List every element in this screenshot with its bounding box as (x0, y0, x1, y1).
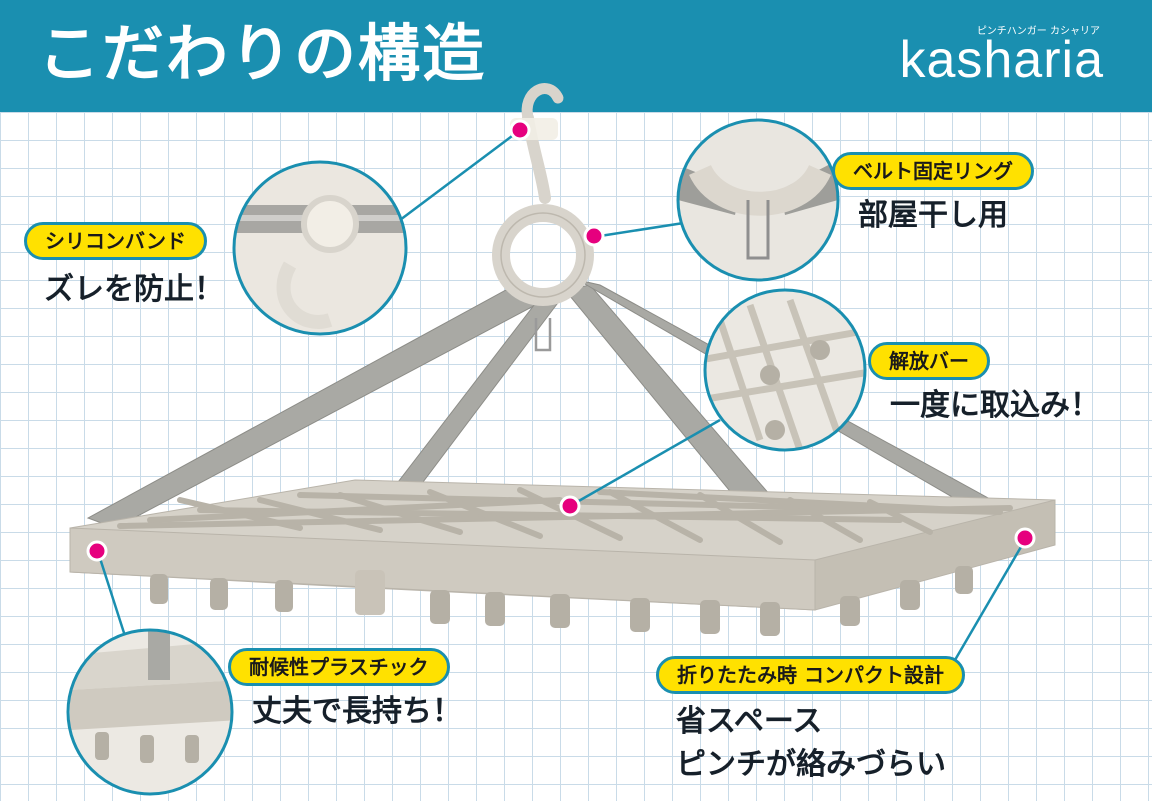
callout-silicon-band-desc: ズレを防止！ (44, 272, 224, 307)
zoom-silicon-band (232, 160, 408, 336)
callout-compact-desc-2: ピンチが絡みづらい (676, 747, 946, 782)
leader-lines (96, 129, 1027, 661)
pinch-row (150, 566, 973, 636)
pinch-grid (117, 487, 1013, 545)
hook (521, 83, 564, 204)
callout-silicon-band-label: シリコンバンド (24, 222, 207, 260)
callout-release-bar-label: 解放バー (868, 342, 990, 380)
callout-plastic-desc: 丈夫で長持ち！ (252, 694, 462, 729)
zoom-release-bar (703, 288, 867, 452)
brand-logo: kasharia (899, 31, 1104, 89)
callout-belt-ring-desc: 部屋干し用 (858, 198, 1008, 233)
brand-tagline: ピンチハンガー カシャリア (976, 26, 1100, 37)
page-title: こだわりの構造 (38, 17, 487, 90)
ring-clip (534, 318, 552, 352)
callout-belt-ring-label: ベルト固定リング (832, 152, 1034, 190)
callout-compact-desc-1: 省スペース (676, 704, 823, 739)
header-banner: こだわりの構造 ピンチハンガー カシャリア kasharia (0, 0, 1152, 112)
zoom-plastic (66, 628, 234, 796)
callout-plastic-label: 耐候性プラスチック (228, 648, 450, 686)
callout-compact-label: 折りたたみ時 コンパクト設計 (656, 656, 965, 694)
marker-dots (86, 119, 1036, 562)
callout-release-bar-desc: 一度に取込み！ (890, 388, 1100, 423)
zoom-belt-ring (676, 118, 840, 282)
